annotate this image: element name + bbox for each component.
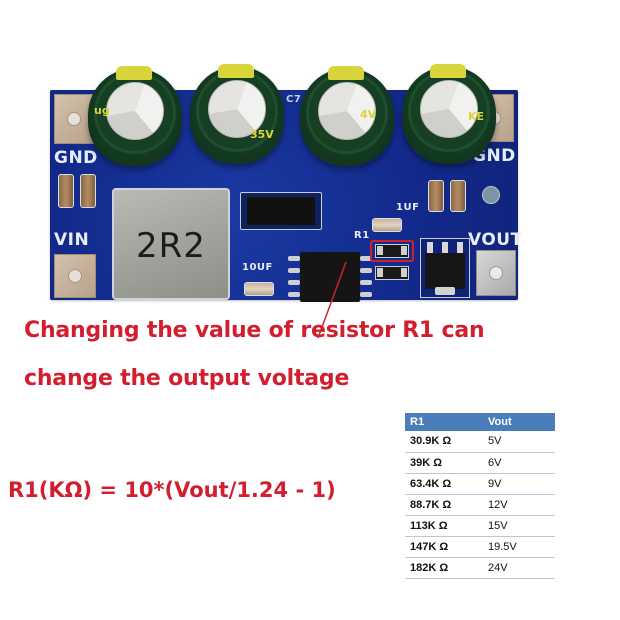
resistor-r1	[375, 244, 409, 258]
r1-label: R1	[354, 230, 370, 241]
vout-label: VOUT	[468, 230, 523, 250]
vout-value: 9V	[483, 473, 555, 495]
cap-1uf-label: 1UF	[396, 202, 420, 213]
mounting-hole	[67, 112, 81, 126]
ic-pin	[288, 256, 300, 261]
r1-value: 147K Ω	[405, 536, 483, 558]
r1-highlight-box	[370, 240, 414, 262]
via-hole	[482, 186, 500, 204]
cap-10uf	[244, 282, 274, 296]
c7-label: C7	[286, 94, 302, 105]
controller-ic	[300, 252, 360, 302]
vin-label: VIN	[54, 230, 90, 250]
vout-value: 5V	[483, 431, 555, 453]
r1-value: 88.7K Ω	[405, 494, 483, 516]
vout-value: 6V	[483, 452, 555, 474]
vout-value: 24V	[483, 557, 555, 579]
ic-pin	[288, 292, 300, 297]
ic-pin	[360, 268, 372, 273]
electrolytic-cap-3: 4V	[300, 66, 394, 166]
ic-pin	[288, 280, 300, 285]
input-cap-1	[58, 174, 74, 208]
caption-line-2: change the output voltage	[24, 366, 350, 391]
r1-value: 39K Ω	[405, 452, 483, 474]
ic-pin	[288, 268, 300, 273]
electrolytic-cap-2: 35V	[190, 64, 284, 164]
ic-pin	[360, 256, 372, 261]
col-header-r1: R1	[405, 413, 483, 431]
r1-value: 63.4K Ω	[405, 473, 483, 495]
mounting-hole	[68, 269, 82, 283]
ldo-regulator	[420, 238, 470, 298]
inductor: 2R2	[112, 188, 230, 300]
resistor-r2	[375, 266, 409, 280]
electrolytic-cap-4: KE	[402, 64, 496, 164]
vout-value: 19.5V	[483, 536, 555, 558]
col-header-vout: Vout	[483, 413, 555, 431]
r1-value: 182K Ω	[405, 557, 483, 579]
mounting-hole	[489, 266, 503, 280]
vout-value: 15V	[483, 515, 555, 537]
electrolytic-cap-1: ug	[88, 66, 182, 166]
output-cap-1	[428, 180, 444, 212]
gnd-left-label: GND	[54, 148, 98, 168]
input-cap-2	[80, 174, 96, 208]
output-cap-2	[450, 180, 466, 212]
vout-value: 12V	[483, 494, 555, 516]
ic-pin	[360, 292, 372, 297]
r1-value: 113K Ω	[405, 515, 483, 537]
table-header-row: R1 Vout	[405, 413, 555, 431]
inductor-marking: 2R2	[136, 226, 206, 266]
ic-pin	[360, 280, 372, 285]
cap-10uf-label: 10UF	[242, 262, 273, 273]
r1-value: 30.9K Ω	[405, 431, 483, 453]
schottky-diode	[240, 192, 322, 230]
r1-formula: R1(KΩ) = 10*(Vout/1.24 - 1)	[8, 478, 336, 502]
vin-pad	[54, 254, 96, 298]
vout-pad	[476, 250, 516, 296]
caption-line-1: Changing the value of resistor R1 can	[24, 318, 485, 343]
cap-1uf	[372, 218, 402, 232]
